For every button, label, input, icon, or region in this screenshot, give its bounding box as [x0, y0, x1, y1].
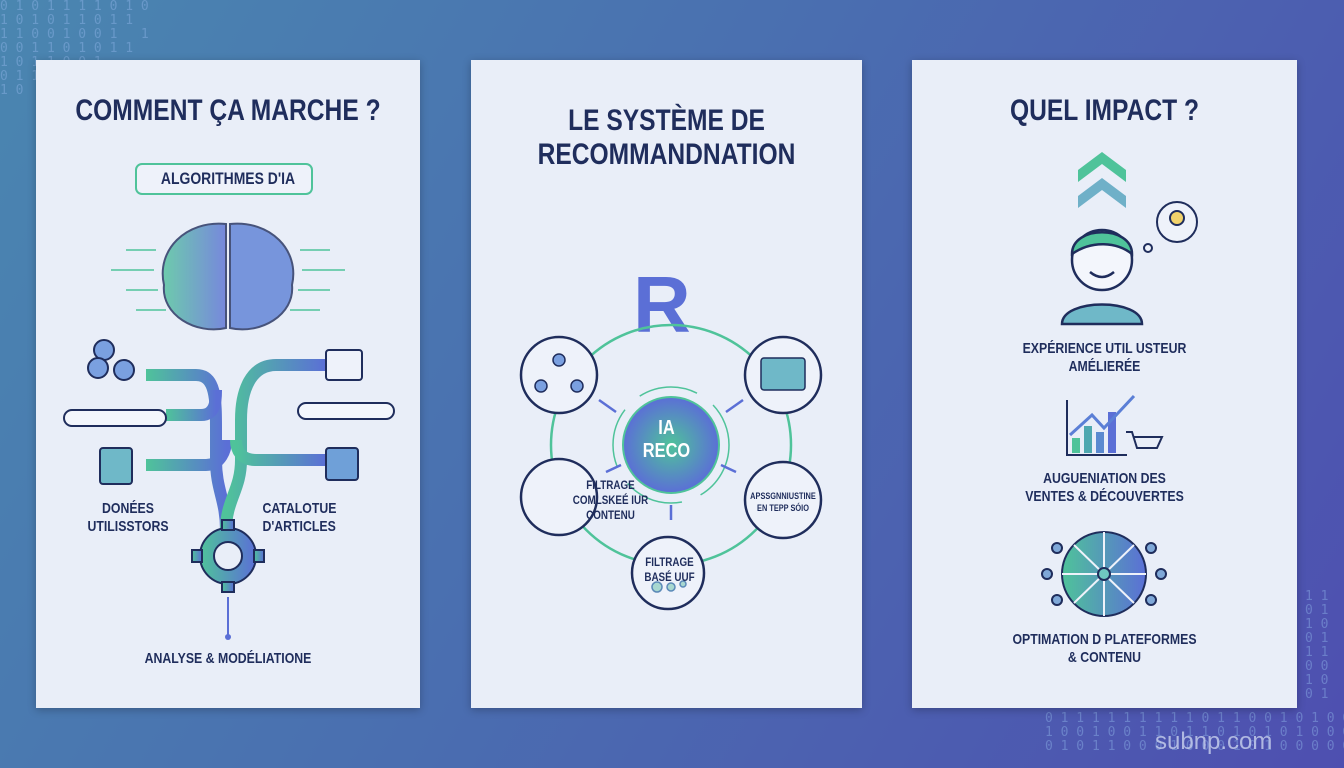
media-icon [760, 357, 806, 391]
search-bar-icon [297, 402, 395, 420]
node-content-filtering [519, 457, 599, 537]
window-icon [325, 349, 363, 381]
impact-ux-1: EXPÉRIENCE UTIL USTEUR [1022, 340, 1187, 357]
panel-how-it-works: COMMENT ÇA MARCHE ? ALGORITHMES D'IA DON… [36, 60, 420, 708]
users-icon [87, 339, 135, 381]
search-bar-icon [63, 409, 167, 427]
node-realtime-learning [743, 460, 823, 540]
core-label-1: IA [658, 417, 675, 439]
badge-frame [135, 163, 313, 195]
recommendation-cycle: R [519, 260, 823, 611]
document-icon [99, 447, 133, 485]
node-collaborative [519, 335, 599, 415]
r-logo: R [633, 260, 691, 349]
binary-decoration: 0 1 1 1 1 1 1 1 1 1 0 1 1 0 0 1 0 1 0 0 … [1045, 711, 1344, 754]
idea-bubble-icon [1143, 201, 1198, 253]
panel-title: COMMENT ÇA MARCHE ? [75, 94, 381, 127]
ai-pipeline-illustration [63, 163, 395, 640]
text-line: FILTRAGE [586, 478, 635, 492]
impact-optimization-1: OPTIMATION D PLATEFORMES [1012, 631, 1197, 648]
text-line: APSSGNNIUSTINE [750, 491, 816, 501]
label-catalog-1: CATALOTUE [262, 500, 337, 517]
gear-icon [191, 519, 265, 593]
panel-recommendation-system: LE SYSTÈME DE RECOMMANDNATION R IA RECO … [471, 60, 862, 708]
label-catalog-2: D'ARTICLES [262, 518, 336, 535]
ia-reco-core [622, 396, 720, 494]
label-user-data-1: DONÉES [102, 500, 154, 517]
text-line: COMLSKEÉ IUR [572, 493, 649, 507]
happy-user-icon [1060, 228, 1144, 326]
chevrons-up-icon [1078, 152, 1126, 208]
arrows [598, 398, 744, 520]
global-network-icon [1041, 531, 1167, 617]
text-line: BASÉ UUF [644, 570, 695, 584]
badge-algorithms: ALGORITHMES D'IA [160, 169, 296, 188]
panel-title-1: LE SYSTÈME DE [568, 104, 765, 137]
panel-title-2: RECOMMANDNATION [537, 138, 796, 171]
impact-optimization-2: & CONTENU [1067, 649, 1142, 666]
label-analysis: ANALYSE & MODÉLIATIONE [144, 650, 312, 667]
impact-ux-2: AMÉLIERÉE [1068, 358, 1141, 375]
circuit-lines [111, 249, 345, 311]
panel-impact: QUEL IMPACT ? EXPÉRIENCE UTIL USTEUR AMÉ… [912, 60, 1297, 708]
network-icon [534, 353, 584, 393]
binary-decoration: 1 1 0 1 1 0 0 1 1 1 0 0 1 0 0 1 [1305, 589, 1329, 702]
link-icon [651, 580, 687, 593]
impact-illustrations [1041, 152, 1198, 617]
sales-chart-cart-icon [1066, 394, 1164, 456]
impact-sales-2: VENTES & DÉCOUVERTES [1025, 488, 1184, 505]
node-realtime-label: APSSGNNIUSTINE EN TEPP SÓIO [711, 490, 855, 514]
brain-icon [161, 222, 295, 331]
node-filtering-based [630, 535, 706, 611]
catalog-icon [325, 447, 359, 481]
watermark: subnp.com [1155, 728, 1273, 755]
text-line: EN TEPP SÓIO [757, 503, 809, 513]
text-line: FILTRAGE [645, 555, 694, 569]
impact-sales-1: AUGUENIATION DES [1043, 470, 1166, 487]
label-user-data-2: UTILISSTORS [87, 518, 169, 535]
data-pipes [146, 359, 326, 531]
core-label-2: RECO [642, 440, 691, 462]
text-line: CONTENU [586, 508, 635, 522]
panel-title: QUEL IMPACT ? [1009, 94, 1200, 127]
